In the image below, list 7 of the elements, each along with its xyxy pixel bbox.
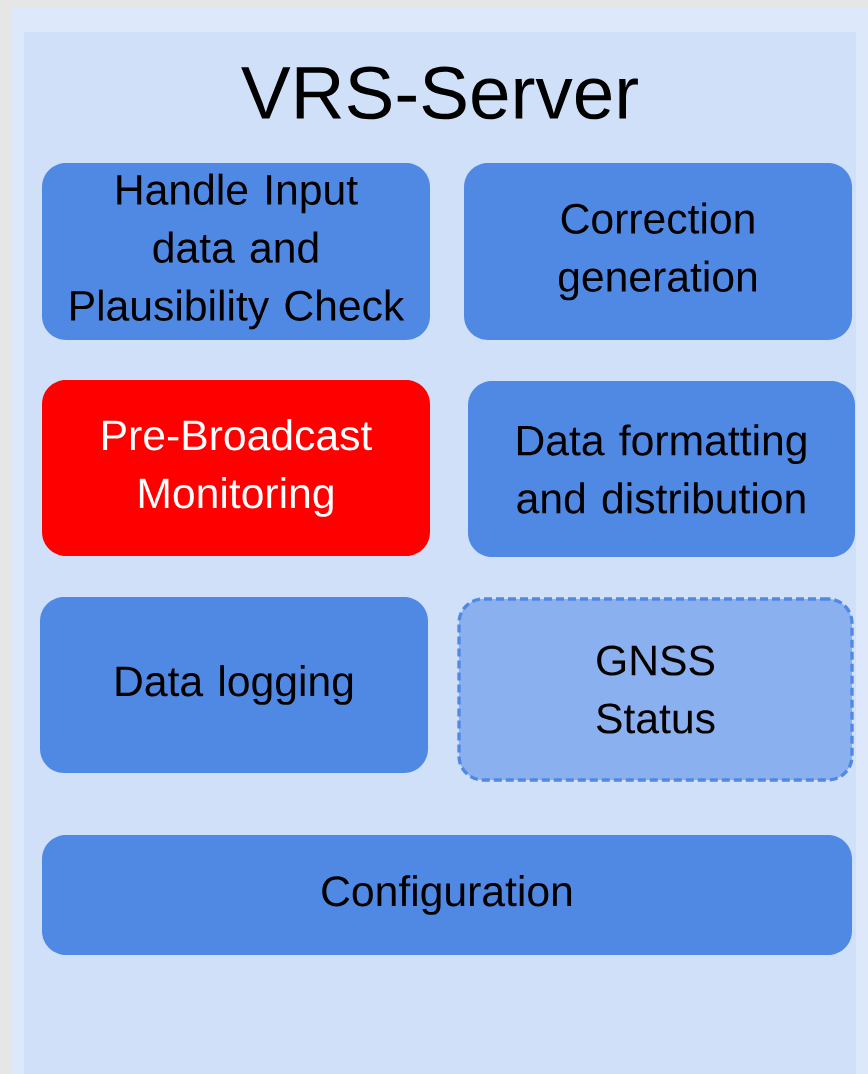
module-box: Data formatting and distribution (468, 381, 855, 557)
module-box: Pre-Broadcast Monitoring (42, 380, 430, 556)
module-box: Handle Input data and Plausibility Check (42, 163, 430, 340)
status-box: GNSS Status (457, 597, 854, 782)
module-box: Data logging (40, 597, 428, 773)
module-box: Correction generation (464, 163, 852, 340)
module-box: Configuration (42, 835, 852, 955)
